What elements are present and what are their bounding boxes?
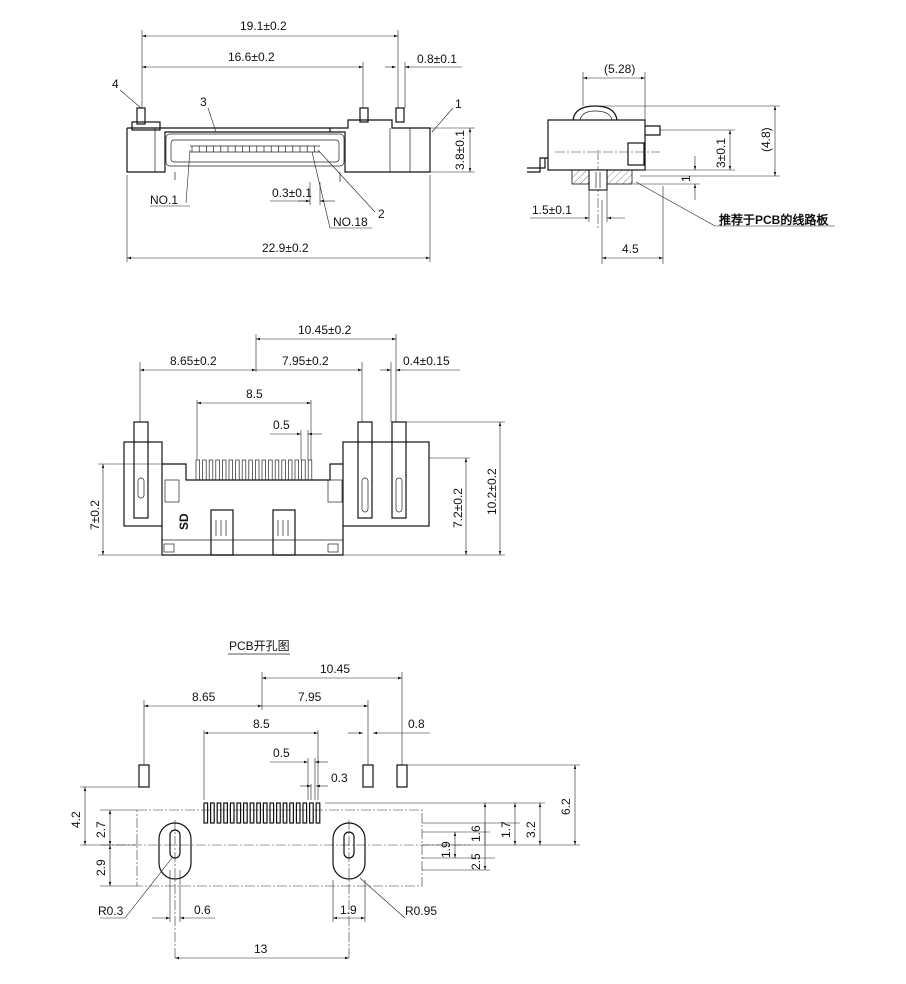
front-7-dim: 7±0.2 <box>88 500 102 530</box>
pcb-32-dim: 3.2 <box>524 821 538 838</box>
front-view-contact <box>241 459 247 481</box>
pcb-19h-dim: 1.9 <box>340 903 357 917</box>
pcb-pad <box>229 802 235 824</box>
top-view: 19.1±0.2 16.6±0.2 0.8±0.1 0.3±0.1 22.9±0… <box>112 19 475 262</box>
front-view-contact <box>215 459 220 481</box>
pcb-pad <box>262 802 268 824</box>
pcb-pad <box>289 802 294 824</box>
front-view-contact <box>208 459 214 481</box>
callout-4: 4 <box>112 77 119 91</box>
pcb-r03-label: R0.3 <box>98 904 124 918</box>
pcb-pad <box>236 802 242 824</box>
pcb-17-dim: 1.7 <box>499 821 513 838</box>
front-view-contact <box>195 459 200 481</box>
pcb-85-dim: 8.5 <box>253 717 270 731</box>
side-view: (5.28) (4.8) 3±0.1 1 1.5±0.1 4.5 推荐于PCB的… <box>527 62 835 264</box>
front-view-contact <box>222 459 227 481</box>
callout-no18: NO.18 <box>333 215 368 229</box>
front-04-dim: 0.4±0.15 <box>403 354 450 368</box>
front-view-contact <box>202 459 207 481</box>
top-post-width-dim: 0.8±0.1 <box>417 52 457 66</box>
pcb-pad <box>269 802 275 824</box>
top-overall-dim: 19.1±0.2 <box>240 19 287 33</box>
pcb-pad <box>216 802 222 824</box>
pcb-pad <box>243 802 248 824</box>
side-offset-dim: 1.5±0.1 <box>532 203 572 217</box>
front-102-dim: 10.2±0.2 <box>485 468 499 515</box>
pcb-62-dim: 6.2 <box>559 798 573 815</box>
pcb-pad <box>256 802 261 824</box>
pcb-pad <box>295 802 301 824</box>
front-view-contact <box>294 459 299 481</box>
front-view: SD 10.45±0.2 8.65±0.2 7.95±0.2 0.4±0.15 … <box>88 323 505 556</box>
pcb-pads <box>203 802 321 824</box>
pcb-pad <box>203 802 209 824</box>
callout-3: 3 <box>200 95 207 109</box>
side-height-dim: 3±0.1 <box>714 138 728 168</box>
callout-1: 1 <box>455 97 462 111</box>
pcb-pad <box>223 802 229 824</box>
pcb-795-dim: 7.95 <box>298 690 322 704</box>
front-view-contact <box>228 459 233 481</box>
pcb-r095-label: R0.95 <box>405 904 437 918</box>
pcb-42-dim: 4.2 <box>69 811 83 828</box>
pcb-note: 推荐于PCB的线路板 <box>719 212 829 227</box>
front-85-dim: 8.5 <box>246 387 263 401</box>
pcb-25-dim: 2.5 <box>469 853 483 870</box>
front-view-contact <box>288 459 293 481</box>
front-05-dim: 0.5 <box>273 418 290 432</box>
front-view-contact <box>301 459 306 481</box>
pcb-05-dim: 0.5 <box>273 746 290 760</box>
pcb-pad <box>210 802 215 824</box>
front-view-contact <box>274 459 280 481</box>
pcb-1045-dim: 10.45 <box>320 662 350 676</box>
side-top-dim: (5.28) <box>604 62 635 76</box>
callout-2: 2 <box>378 207 385 221</box>
pcb-29-dim: 2.9 <box>94 859 108 876</box>
front-view-contact <box>235 459 240 481</box>
top-height-dim: 3.8±0.1 <box>453 130 467 170</box>
top-view-body <box>126 107 431 182</box>
front-view-contact <box>248 459 253 481</box>
side-base-dim: 4.5 <box>622 242 639 256</box>
pcb-pad <box>282 802 288 824</box>
pcb-view: PCB开孔图 10.45 8.65 7.95 8.5 0.8 <box>69 639 580 960</box>
front-1045-dim: 10.45±0.2 <box>298 323 352 337</box>
pcb-865-dim: 8.65 <box>192 690 216 704</box>
pcb-pad <box>302 802 308 824</box>
front-view-contact <box>281 459 286 481</box>
callout-no1: NO.1 <box>150 193 178 207</box>
top-span-dim: 16.6±0.2 <box>228 50 275 64</box>
pcb-16-dim: 1.6 <box>469 825 483 842</box>
sd-mark: SD <box>177 513 191 530</box>
pcb-27-dim: 2.7 <box>94 821 108 838</box>
pcb-pad <box>276 802 281 824</box>
front-view-contacts <box>195 459 313 481</box>
front-view-contact <box>255 459 260 481</box>
pcb-pad <box>315 802 321 824</box>
top-bottom-dim: 22.9±0.2 <box>262 241 309 255</box>
side-ref-dim: (4.8) <box>759 127 773 152</box>
pcb-pad <box>309 802 314 824</box>
top-view-pin-ticks <box>191 146 315 152</box>
pcb-06-dim: 0.6 <box>194 903 211 917</box>
pcb-03-dim: 0.3 <box>331 771 348 785</box>
front-view-contact <box>268 459 273 481</box>
front-view-contact <box>307 459 313 481</box>
pcb-13-dim: 13 <box>254 942 268 956</box>
front-view-contact <box>261 459 266 481</box>
pcb-08-dim: 0.8 <box>408 717 425 731</box>
side-step-dim: 1 <box>679 175 693 182</box>
top-pitch-dim: 0.3±0.1 <box>272 186 312 200</box>
pcb-pad <box>249 802 255 824</box>
front-72-dim: 7.2±0.2 <box>451 488 465 528</box>
front-795-dim: 7.95±0.2 <box>282 354 329 368</box>
pcb-view-title: PCB开孔图 <box>229 639 290 653</box>
front-865-dim: 8.65±0.2 <box>170 354 217 368</box>
pcb-19v-dim: 1.9 <box>439 841 453 858</box>
top-view-pins <box>190 145 320 153</box>
